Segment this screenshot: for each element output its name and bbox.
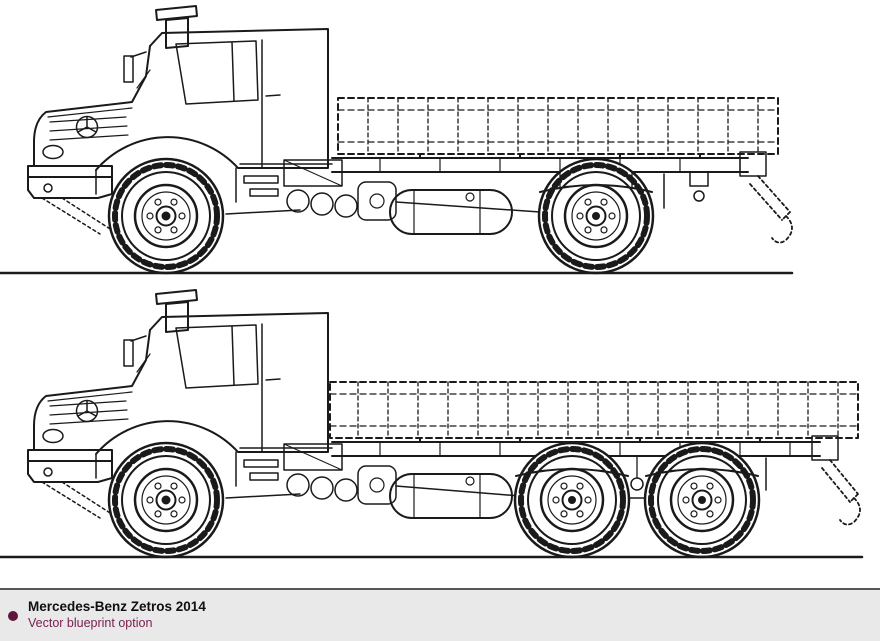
caption-bar: Mercedes-Benz Zetros 2014 Vector bluepri…	[0, 588, 880, 641]
truck-drawing-4x4	[0, 0, 794, 285]
tow-hitch-dotted	[749, 175, 793, 244]
caption-title: Mercedes-Benz Zetros 2014	[28, 599, 206, 615]
cargo-bed-dashed	[337, 97, 779, 155]
tow-hitch-dotted	[821, 459, 861, 526]
truck-drawing-6x6	[0, 284, 864, 569]
bullet-icon	[8, 610, 18, 621]
cargo-bed-dashed	[329, 381, 859, 439]
caption-subtitle: Vector blueprint option	[28, 616, 153, 631]
